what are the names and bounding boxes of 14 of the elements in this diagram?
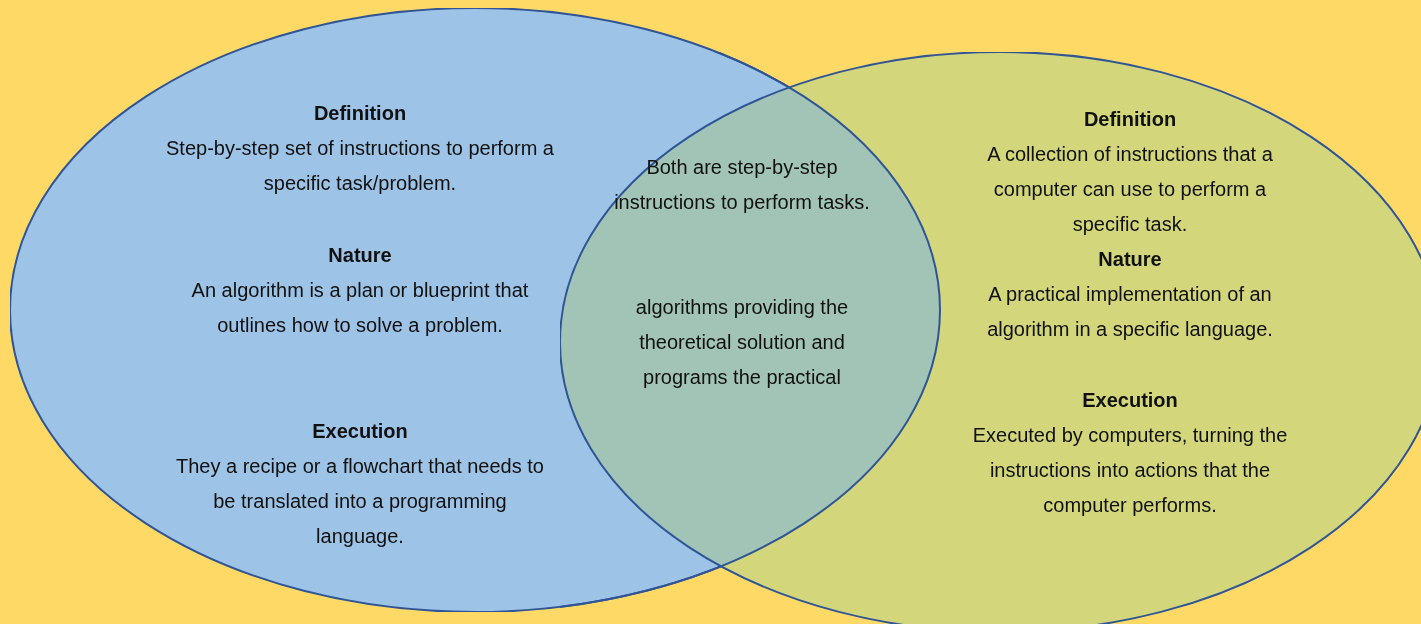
- description-text: Step-by-step set of instructions to perform a specific task/problem.: [165, 136, 555, 196]
- description-text: Executed by computers, turning the instructions into actions that the computer performs.: [971, 423, 1289, 518]
- section-heading: Definition: [312, 101, 408, 126]
- section-heading: Nature: [327, 243, 393, 268]
- description-text: A collection of instructions that a computer can use to perform a specific task.: [986, 142, 1274, 237]
- description-text: A practical implementation of an algorithm in a specific language.: [986, 282, 1274, 342]
- section-heading: Definition: [1082, 107, 1178, 132]
- section-heading: Execution: [311, 419, 409, 444]
- section-heading: Execution: [1081, 388, 1179, 413]
- overlap-text: Both are step-by-step instructions to perform tasks.: [613, 155, 871, 215]
- overlap-text: algorithms providing the theoretical solution and programs the practical: [634, 295, 850, 390]
- description-text: An algorithm is a plan or blueprint that outlines how to solve a problem.: [190, 278, 530, 338]
- section-heading: Nature: [1097, 247, 1163, 272]
- description-text: They a recipe or a flowchart that needs to be translated into a programming language.: [175, 454, 545, 549]
